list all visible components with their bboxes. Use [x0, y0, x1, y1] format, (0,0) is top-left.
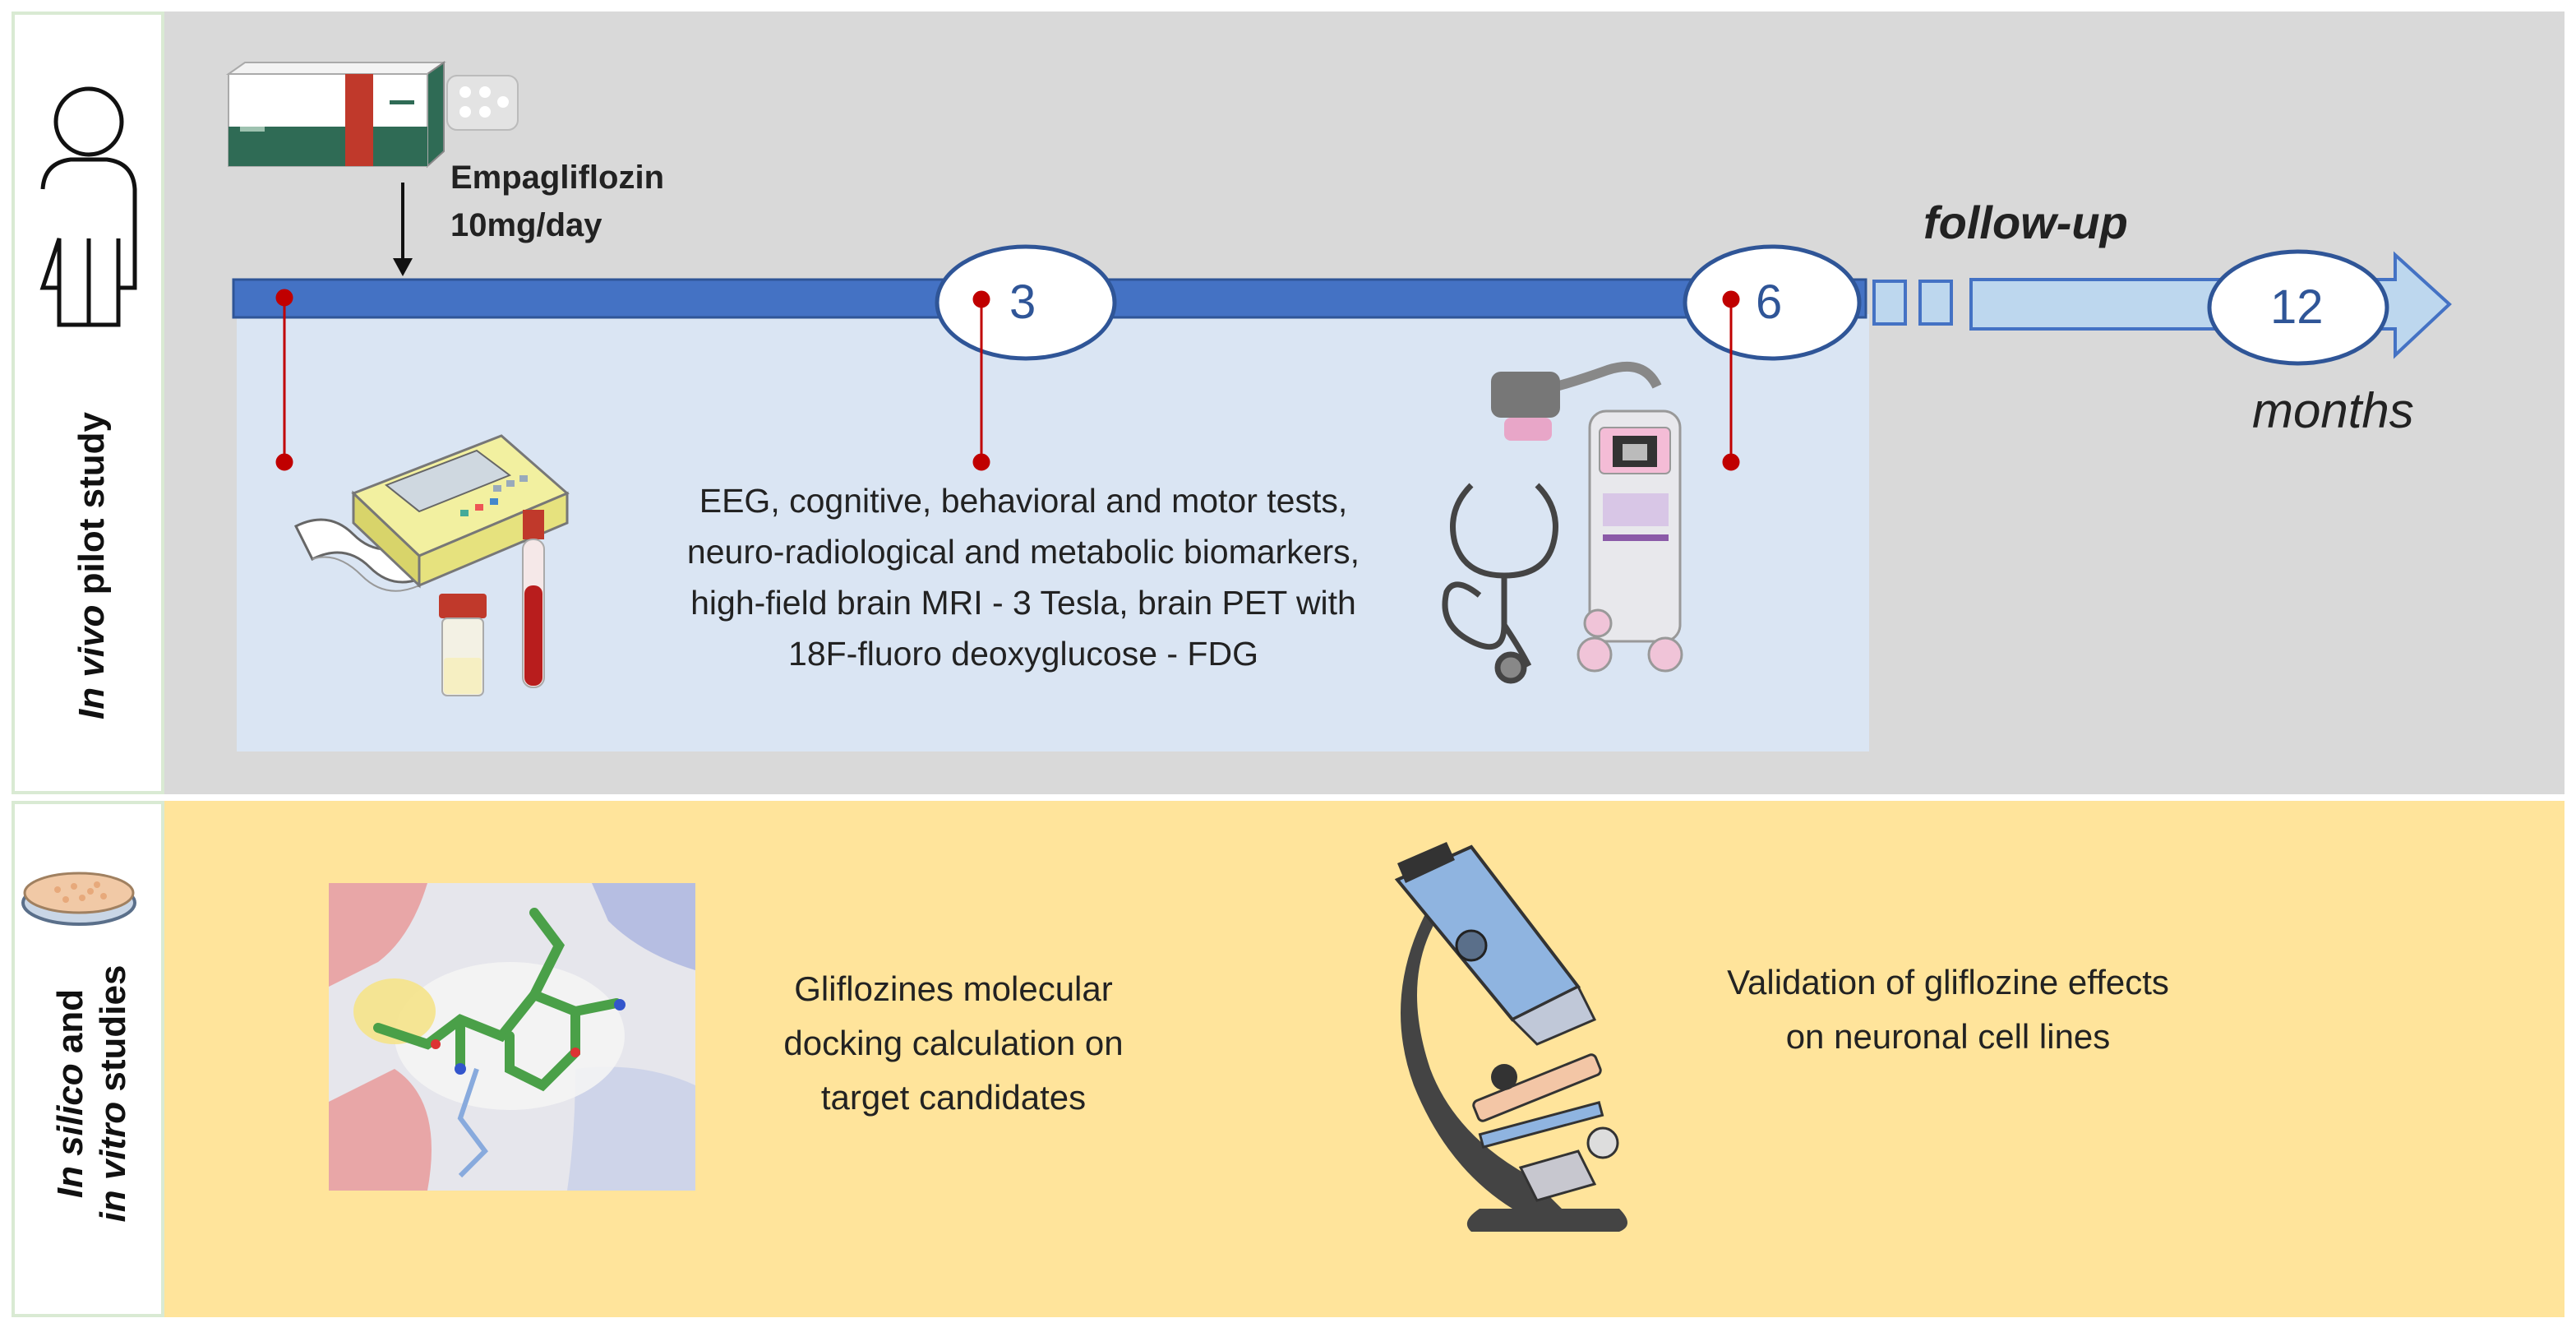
milestone-6-label: 6	[1756, 275, 1783, 329]
person-icon	[39, 86, 137, 327]
docking-line: target candidates	[820, 1078, 1087, 1117]
stethoscope-icon	[1442, 483, 1558, 684]
docking-description: Gliflozines molecular docking calculatio…	[723, 962, 1184, 1125]
validation-line: on neuronal cell lines	[1785, 1017, 2111, 1056]
ecg-machine-icon	[293, 434, 570, 592]
side-panel-in-vivo	[12, 12, 164, 794]
validation-description: Validation of gliflozine effects on neur…	[1586, 955, 2310, 1064]
docking-line: docking calculation on	[783, 1024, 1124, 1062]
timepoint-markers	[275, 289, 1740, 471]
assessment-line: neuro-radiological and metabolic biomark…	[686, 533, 1360, 571]
molecular-docking-image	[329, 883, 695, 1191]
drug-dose-label: 10mg/day	[450, 207, 602, 243]
blood-tube-icon	[522, 510, 545, 688]
assessment-line: 18F-fluoro deoxyglucose - FDG	[788, 635, 1258, 673]
milestone-12-ellipse	[2207, 249, 2389, 366]
months-label: months	[2252, 383, 2414, 438]
validation-line: Validation of gliflozine effects	[1727, 963, 2169, 1001]
follow-up-label: follow-up	[1923, 197, 2128, 248]
docking-line: Gliflozines molecular	[794, 969, 1113, 1008]
urine-sample-icon	[439, 594, 487, 696]
assessment-line: high-field brain MRI - 3 Tesla, brain PE…	[690, 584, 1356, 622]
petri-dish-icon	[21, 872, 136, 926]
milestone-6-ellipse	[1683, 244, 1862, 361]
dose-arrow	[393, 183, 413, 276]
drug-name-label: Empagliflozin	[450, 160, 664, 196]
assessment-line: EEG, cognitive, behavioral and motor tes…	[699, 482, 1348, 520]
assessments-text: EEG, cognitive, behavioral and motor tes…	[567, 475, 1480, 679]
mri-scanner-icon	[1491, 362, 1683, 673]
milestone-12-label: 12	[2270, 280, 2324, 334]
microscope-icon	[1394, 842, 1627, 1232]
drug-box-icon	[225, 61, 519, 169]
milestone-3-label: 3	[1009, 275, 1036, 329]
